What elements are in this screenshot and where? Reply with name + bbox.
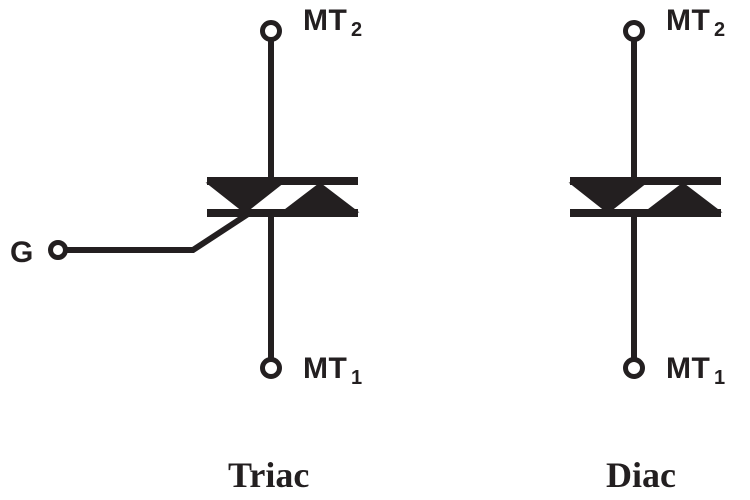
diac-mt2-label-subscript: 2 xyxy=(714,19,725,41)
triac-mt1-terminal-node xyxy=(260,357,282,379)
triac-gate-terminal-node xyxy=(48,240,68,260)
diac-mt1-label-subscript: 1 xyxy=(714,367,725,389)
triac-symbol-group xyxy=(48,20,360,379)
diac-caption: Diac xyxy=(606,455,676,495)
triac-gate-wire xyxy=(67,211,250,253)
triac-caption: Triac xyxy=(228,455,309,495)
triac-mt2-terminal-node xyxy=(260,20,282,42)
triac-right-triangle xyxy=(280,182,360,213)
diac-mt2-terminal-node xyxy=(623,20,645,42)
triac-mt2-label-subscript: 2 xyxy=(351,19,362,41)
triac-left-triangle xyxy=(205,182,285,214)
diac-mt2-label: MT xyxy=(666,4,710,37)
triac-mt1-label: MT xyxy=(303,352,347,385)
triac-gate-label: G xyxy=(10,236,33,269)
diac-right-triangle xyxy=(643,182,723,213)
triac-mt1-label-subscript: 1 xyxy=(351,367,362,389)
diac-left-triangle xyxy=(568,182,648,214)
diac-mt1-label: MT xyxy=(666,352,710,385)
diac-mt1-terminal-node xyxy=(623,357,645,379)
diac-symbol-group xyxy=(568,20,723,379)
triac-mt2-label: MT xyxy=(303,4,347,37)
